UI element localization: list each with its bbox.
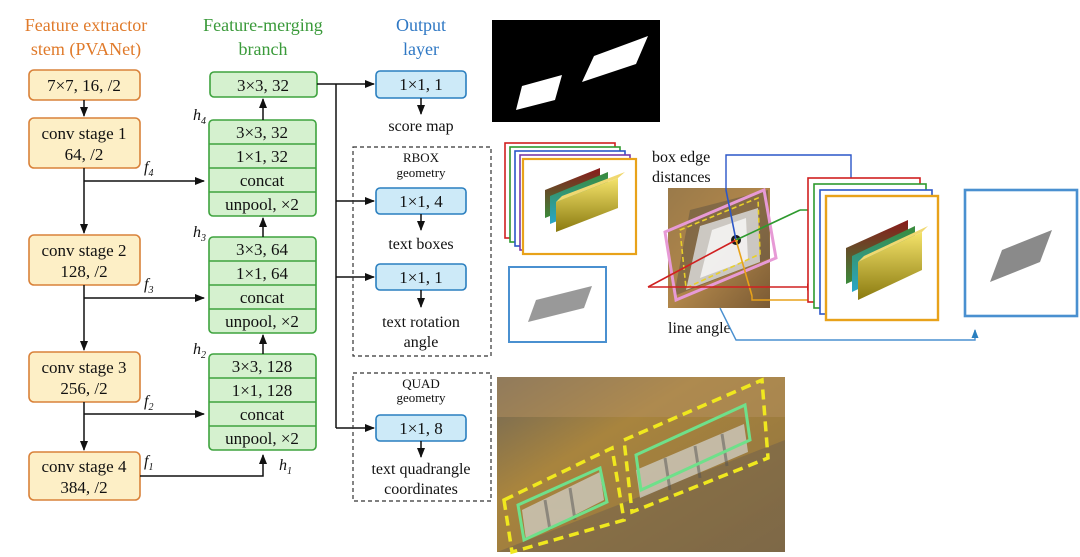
text-boxes-label: text boxes (388, 236, 453, 253)
rotation-label-line1: text rotation (382, 314, 460, 331)
stem-box-4-line2: 384, /2 (60, 478, 107, 497)
quad-subtitle: geometry (396, 390, 446, 405)
stem-box-4-line1: conv stage 4 (42, 457, 127, 476)
rbox-dashed-group (352, 146, 492, 357)
stem-box-1-line2: 64, /2 (65, 145, 104, 164)
f4-label: f4 (144, 159, 153, 179)
merge-g3-r3: unpool, ×2 (225, 429, 299, 448)
merge-g2-r2: concat (240, 288, 285, 307)
merge-g1-r1: 1×1, 32 (236, 147, 288, 166)
quad-title: QUAD (402, 376, 440, 391)
stem-column: 7×7, 16, /2 conv stage 1 64, /2 conv sta… (28, 69, 141, 501)
output-box-score-label: 1×1, 1 (399, 75, 443, 94)
h3-label: h3 (193, 224, 206, 244)
merge-header-line2: branch (239, 39, 288, 59)
stem-box-0-label: 7×7, 16, /2 (47, 76, 121, 95)
angle-output-image (963, 188, 1079, 318)
h1-label: h1 (279, 457, 292, 477)
score-map-label: score map (388, 118, 453, 135)
merge-g1-r3: unpool, ×2 (225, 195, 299, 214)
watermark: 知乎 @史博 (910, 501, 1048, 531)
f1-label: f1 (144, 453, 153, 473)
output-header-line2: layer (403, 39, 439, 59)
edge-bottom-connector (751, 296, 833, 304)
rotation-label-line2: angle (404, 334, 439, 351)
merge-column: 3×3, 32 3×3, 32 1×1, 32 concat unpool, ×… (208, 71, 318, 451)
f3-label: f3 (144, 276, 153, 296)
quad-label-line1: text quadrangle (371, 461, 470, 478)
merge-g1-r2: concat (240, 171, 285, 190)
rbox-feature-stack (504, 142, 638, 256)
stem-box-1-line1: conv stage 1 (42, 124, 127, 143)
merge-g3-r1: 1×1, 128 (232, 381, 293, 400)
merge-g3-r2: concat (240, 405, 285, 424)
score-map-image (492, 20, 660, 122)
angle-connector (719, 307, 979, 341)
h2-label: h2 (193, 341, 206, 361)
output-box-rotation-label: 1×1, 1 (399, 268, 443, 287)
output-header-line1: Output (396, 15, 446, 35)
output-box-boxes-label: 1×1, 4 (399, 192, 443, 211)
stem-box-3-line1: conv stage 3 (42, 358, 127, 377)
merge-top-label: 3×3, 32 (237, 76, 289, 95)
box-edge-label-line2: distances (652, 169, 711, 186)
sign-photo-annotated (647, 187, 801, 308)
merge-g2-r3: unpool, ×2 (225, 312, 299, 331)
edge-top-connector (725, 154, 855, 190)
rbox-subtitle: geometry (396, 165, 446, 180)
output-column: 1×1, 1 score map RBOX geometry 1×1, 4 te… (352, 70, 492, 502)
stem-box-3-line2: 256, /2 (60, 379, 107, 398)
stem-header-line2: stem (PVANet) (31, 39, 141, 60)
line-angle-label: line angle (668, 320, 731, 337)
stem-box-2-line2: 128, /2 (60, 262, 107, 281)
merge-g2-r0: 3×3, 64 (236, 240, 289, 259)
stem-box-2-line1: conv stage 2 (42, 241, 127, 260)
merge-g1-r0: 3×3, 32 (236, 123, 288, 142)
quad-sign-photo (497, 377, 785, 555)
merge-header-line1: Feature-merging (203, 15, 323, 35)
angle-map-image (508, 266, 607, 343)
h4-label: h4 (193, 107, 206, 127)
output-box-quad-label: 1×1, 8 (399, 419, 443, 438)
merge-g3-r0: 3×3, 128 (232, 357, 293, 376)
merge-g2-r1: 1×1, 64 (236, 264, 289, 283)
box-edge-label-line1: box edge (652, 149, 710, 166)
output-feature-stack (807, 177, 940, 322)
f2-label: f2 (144, 393, 153, 413)
quad-label-line2: coordinates (384, 481, 458, 498)
stem-header-line1: Feature extractor (25, 15, 147, 35)
rbox-title: RBOX (403, 150, 440, 165)
f1-arrow (140, 454, 267, 477)
